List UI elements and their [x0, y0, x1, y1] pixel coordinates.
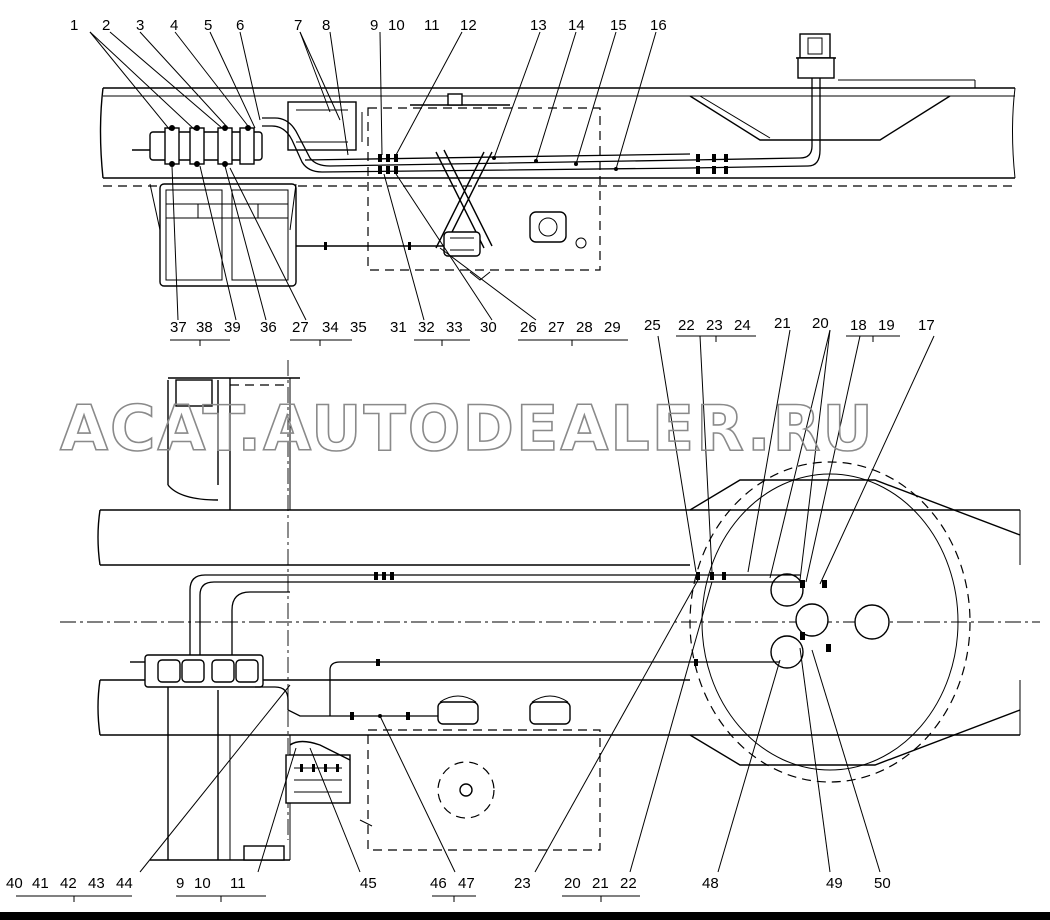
callout-20b: 20 [564, 875, 581, 892]
bottom-plan-view [60, 360, 1040, 861]
callouts-bottom: 40 41 42 43 44 9 10 11 45 46 47 23 20 21… [6, 875, 891, 892]
callout-17: 17 [918, 317, 935, 334]
callout-6: 6 [236, 17, 244, 34]
callout-29: 29 [604, 319, 621, 336]
callout-8: 8 [322, 17, 330, 34]
callout-3: 3 [136, 17, 144, 34]
callout-23b: 23 [514, 875, 531, 892]
callout-48: 48 [702, 875, 719, 892]
callouts-mid-right: 25 22 23 24 21 20 18 19 17 [644, 315, 935, 334]
callout-31: 31 [390, 319, 407, 336]
leader-lines [0, 31, 1050, 920]
callout-9b: 9 [176, 875, 184, 892]
callout-5: 5 [204, 17, 212, 34]
callout-2: 2 [102, 17, 110, 34]
callouts-mid-left: 37 38 39 36 27 34 35 31 32 33 30 26 27 2… [170, 319, 621, 336]
callout-47: 47 [458, 875, 475, 892]
callout-14: 14 [568, 17, 585, 34]
callout-24: 24 [734, 317, 751, 334]
top-side-view [99, 33, 1016, 287]
callout-50: 50 [874, 875, 891, 892]
callout-11b: 11 [230, 875, 246, 892]
callout-15: 15 [610, 17, 627, 34]
callout-43: 43 [88, 875, 105, 892]
callout-49: 49 [826, 875, 843, 892]
callout-38: 38 [196, 319, 213, 336]
callout-4: 4 [170, 17, 178, 34]
callout-27b: 27 [548, 319, 565, 336]
callout-37: 37 [170, 319, 187, 336]
callout-10b: 10 [194, 875, 211, 892]
callout-39: 39 [224, 319, 241, 336]
callout-46: 46 [430, 875, 447, 892]
callout-26: 26 [520, 319, 537, 336]
callout-40: 40 [6, 875, 23, 892]
callout-11: 11 [424, 17, 440, 34]
callout-32: 32 [418, 319, 435, 336]
callout-18: 18 [850, 317, 867, 334]
callout-35: 35 [350, 319, 367, 336]
callout-10: 10 [388, 17, 405, 34]
callout-42: 42 [60, 875, 77, 892]
callout-44: 44 [116, 875, 133, 892]
callout-30: 30 [480, 319, 497, 336]
callout-22: 22 [678, 317, 695, 334]
callout-13: 13 [530, 17, 547, 34]
callout-41: 41 [32, 875, 49, 892]
callout-7: 7 [294, 17, 302, 34]
callouts-top: 1 2 3 4 5 6 7 8 9 10 11 12 13 14 15 16 [70, 17, 667, 34]
callout-28: 28 [576, 319, 593, 336]
callout-25: 25 [644, 317, 661, 334]
callout-12: 12 [460, 17, 477, 34]
callout-1: 1 [70, 17, 78, 34]
callout-20: 20 [812, 315, 829, 332]
callout-45: 45 [360, 875, 377, 892]
callout-21b: 21 [592, 875, 609, 892]
callout-36: 36 [260, 319, 277, 336]
callout-19: 19 [878, 317, 895, 334]
callout-21: 21 [774, 315, 791, 332]
callout-33: 33 [446, 319, 463, 336]
callout-27: 27 [292, 319, 309, 336]
callout-9: 9 [370, 17, 378, 34]
callout-23: 23 [706, 317, 723, 334]
callout-22b: 22 [620, 875, 637, 892]
watermark-text: ACAT.AUTODEALER.RU [60, 392, 875, 465]
callout-34: 34 [322, 319, 339, 336]
pipe-fittings-plan [350, 572, 726, 720]
callout-16: 16 [650, 17, 667, 34]
